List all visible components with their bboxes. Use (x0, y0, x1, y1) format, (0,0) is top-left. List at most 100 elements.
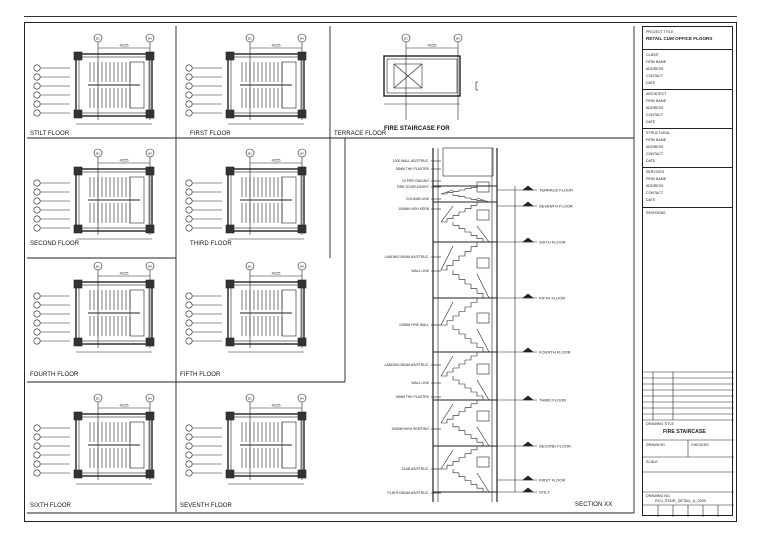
stair-plan-drawing: B1 B4 4225 (185, 148, 307, 240)
svg-text:B4: B4 (300, 37, 304, 41)
section-note: GI PIPE RAILING (402, 179, 429, 183)
svg-text:4225: 4225 (272, 403, 282, 408)
caption-fourth-floor: FOURTH FLOOR (30, 372, 79, 378)
drawing-title-label: DRAWING TITLE (646, 422, 674, 426)
caption-third-floor: THIRD FLOOR (190, 241, 232, 247)
caption-seventh-floor: SEVENTH FLOOR (180, 503, 232, 509)
caption-first-floor: FIRST FLOOR (190, 131, 231, 137)
staircase-section: TERRACE FLOOR SEVENTH FLOOR SIXTH FLOOR FIF… (345, 140, 633, 512)
svg-text:B1: B1 (248, 152, 252, 156)
section-note: 1000 WALL AS/STRUC. (393, 159, 429, 163)
plan-fifth-floor: B1 B4 4225 (182, 258, 322, 358)
drawing-no-label: DRAWING NO. (646, 494, 671, 498)
svg-text:4225: 4225 (120, 158, 130, 163)
revision-table (643, 371, 734, 517)
svg-text:B1: B1 (248, 265, 252, 269)
plan-terrace-floor: B1 B4 4225 (338, 30, 478, 130)
level-mark-label: FIRST FLOOR (539, 478, 565, 483)
svg-text:B4: B4 (148, 397, 152, 401)
svg-text:B4: B4 (300, 152, 304, 156)
stair-plan-drawing: B1 B4 4225 (33, 261, 155, 353)
project-title-label: PROJECT TITLE (646, 30, 674, 34)
section-note: 100MM HIGH SKIRTING (391, 427, 429, 431)
level-mark-label: TERRACE FLOOR (539, 188, 573, 193)
section-drawing: TERRACE FLOOR SEVENTH FLOOR SIXTH FLOOR FIF… (385, 147, 573, 502)
level-mark-label: SECOND FLOOR (539, 444, 571, 449)
section-note: COLUMN LINE (406, 197, 430, 201)
services-label: SERVICES (646, 170, 665, 174)
section-label: SECTION XX (575, 502, 613, 508)
svg-text:B1: B1 (96, 265, 100, 269)
section-note: 15MM THK PLASTER (396, 167, 430, 171)
svg-text:4225: 4225 (428, 43, 438, 48)
svg-text:B1: B1 (96, 37, 100, 41)
level-mark-label: SIXTH FLOOR (539, 240, 566, 245)
revisions-label: REVISIONS (646, 211, 666, 215)
drawing-no: ROJ_STAIR_DETAIL_A_2000 (655, 499, 706, 503)
section-title: FIRE STAIRCASE FOR (384, 126, 450, 132)
section-note: 15MM THK PLASTER (396, 395, 430, 399)
svg-text:B1: B1 (248, 37, 252, 41)
svg-text:B1: B1 (248, 397, 252, 401)
svg-text:4225: 4225 (120, 271, 130, 276)
project-title: RETAIL CUM OFFICE FLOORS (646, 36, 713, 41)
checked-label: CHECKED (691, 443, 709, 447)
stair-plan-drawing: B1 B4 4225 (33, 393, 155, 485)
svg-text:B4: B4 (148, 265, 152, 269)
section-note: WALL LINE (412, 269, 430, 273)
svg-text:B4: B4 (300, 265, 304, 269)
section-note: LANDING BEAM AS/STRUC. (385, 363, 430, 367)
svg-text:B4: B4 (148, 37, 152, 41)
services-address: ADDRESS (646, 184, 664, 188)
stair-plan-drawing: B1 B4 4225 (383, 33, 478, 120)
caption-fifth-floor: FIFTH FLOOR (180, 372, 221, 378)
svg-text:B4: B4 (148, 152, 152, 156)
drawing-sheet-border (24, 22, 737, 522)
svg-text:B1: B1 (96, 397, 100, 401)
client-label: CLIENT (646, 53, 659, 57)
structural-contact: CONTACT (646, 152, 664, 156)
structural-date: DATE (646, 159, 656, 163)
section-note: WALL LINE (412, 381, 430, 385)
architect-date: DATE (646, 120, 656, 124)
svg-text:4225: 4225 (272, 158, 282, 163)
services-contact: CONTACT (646, 191, 664, 195)
client-date: DATE (646, 81, 656, 85)
services-firm: FIRM NAME (646, 177, 667, 181)
plan-fourth-floor: B1 B4 4225 (30, 258, 170, 358)
stair-plan-drawing: B1 B4 4225 (185, 261, 307, 353)
svg-text:B1: B1 (404, 37, 408, 41)
scale-label: SCALE (646, 460, 658, 464)
level-mark-label: SEVENTH FLOOR (539, 204, 573, 209)
svg-text:B1: B1 (96, 152, 100, 156)
architect-address: ADDRESS (646, 106, 664, 110)
structural-label: STRUCTURAL (646, 131, 671, 135)
svg-text:4225: 4225 (120, 403, 130, 408)
caption-stilt-floor: STILT FLOOR (30, 131, 70, 137)
plan-second-floor: B1 B4 4225 (30, 145, 170, 245)
stair-plan-drawing: B1 B4 4225 (185, 393, 307, 485)
level-mark-label: FOURTH FLOOR (539, 350, 571, 355)
drawn-label: DRAWN BY (646, 443, 666, 447)
caption-terrace-floor: TERRACE FLOOR (334, 131, 387, 137)
level-mark-label: STILT (539, 490, 550, 495)
plan-first-floor: B1 B4 4225 (182, 30, 322, 130)
client-address: ADDRESS (646, 67, 664, 71)
level-mark-label: FIFTH FLOOR (539, 296, 565, 301)
structural-firm: FIRM NAME (646, 138, 667, 142)
svg-text:B4: B4 (456, 37, 460, 41)
section-note: 100MM FIRE WALL (399, 323, 429, 327)
plan-third-floor: B1 B4 4225 (182, 145, 322, 245)
svg-text:4225: 4225 (272, 271, 282, 276)
section-note: SLAB AS/STRUC. (401, 467, 429, 471)
sheet-top-rule (24, 16, 737, 17)
caption-sixth-floor: SIXTH FLOOR (30, 503, 72, 509)
svg-text:4225: 4225 (272, 43, 282, 48)
stair-plan-drawing: B1 B4 4225 (33, 148, 155, 240)
level-mark-label: THIRD FLOOR (539, 398, 566, 403)
svg-text:B4: B4 (300, 397, 304, 401)
section-note: PLINTH BEAM AS/STRUC. (388, 491, 430, 495)
